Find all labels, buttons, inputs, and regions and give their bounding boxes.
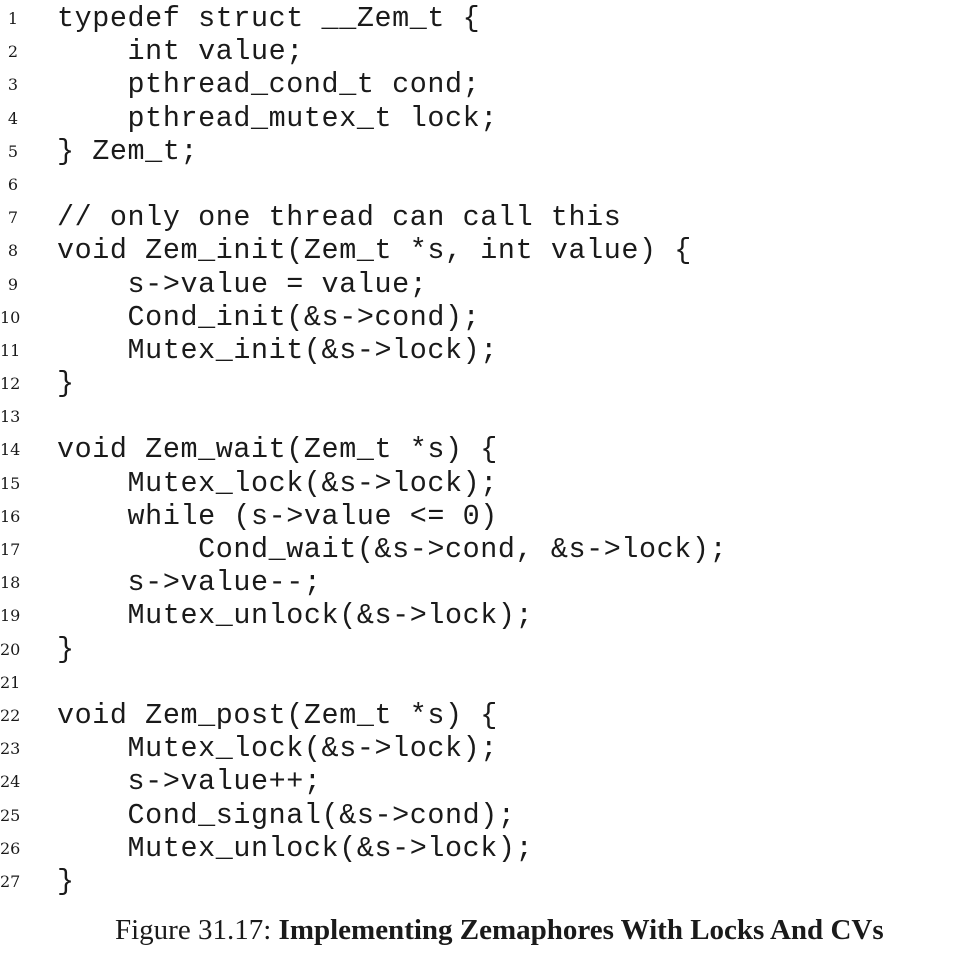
- line-number: 19: [0, 606, 21, 626]
- line-number: 17: [0, 540, 21, 559]
- line-number: 20: [0, 639, 21, 659]
- code-text: }: [57, 367, 75, 401]
- line-number: 27: [0, 871, 21, 891]
- code-text: s->value++;: [57, 765, 322, 799]
- code-line: 20}: [0, 633, 966, 666]
- code-line: 3 pthread_cond_t cond;: [0, 68, 966, 101]
- line-number: 23: [0, 739, 21, 759]
- line-number: 1: [7, 9, 18, 28]
- code-text: // only one thread can call this: [57, 201, 622, 235]
- line-number: 24: [0, 772, 21, 792]
- code-text: Mutex_unlock(&s->lock);: [57, 599, 534, 633]
- code-text: void Zem_wait(Zem_t *s) {: [57, 433, 498, 467]
- code-line: 7 // only one thread can call this: [0, 201, 966, 234]
- line-number: 8: [7, 241, 18, 261]
- line-number: 12: [0, 374, 21, 394]
- figure-title: Implementing Zemaphores With Locks And C…: [278, 914, 884, 946]
- line-number: 3: [7, 75, 18, 95]
- code-text: }: [57, 632, 75, 666]
- code-line: 4 pthread_mutex_t lock;: [0, 102, 966, 135]
- code-line: 12}: [0, 367, 966, 400]
- code-text: typedef struct __Zem_t {: [57, 2, 481, 35]
- code-text: void Zem_post(Zem_t *s) {: [57, 698, 498, 732]
- code-text: Mutex_lock(&s->lock);: [57, 466, 498, 500]
- code-line: 24 s->value++;: [0, 765, 966, 798]
- code-line: 1 typedef struct __Zem_t {: [0, 2, 966, 35]
- code-line: 2 int value;: [0, 35, 966, 68]
- code-line: 9 s->value = value;: [0, 268, 966, 301]
- code-text: Cond_signal(&s->cond);: [57, 798, 516, 832]
- code-text: }: [57, 864, 75, 898]
- line-number: 5: [7, 141, 18, 161]
- code-line: 17 Cond_wait(&s->cond, &s->lock);: [0, 533, 966, 566]
- code-line: 22 void Zem_post(Zem_t *s) {: [0, 699, 966, 732]
- code-text: s->value = value;: [57, 267, 428, 301]
- line-number: 9: [7, 274, 18, 294]
- code-text: } Zem_t;: [57, 134, 199, 168]
- code-text: Cond_wait(&s->cond, &s->lock);: [57, 533, 728, 566]
- code-line: 11 Mutex_init(&s->lock);: [0, 334, 966, 367]
- code-line: 21: [0, 666, 966, 699]
- figure-label: Figure 31.17:: [115, 914, 279, 946]
- code-text: while (s->value <= 0): [57, 499, 498, 533]
- code-text: pthread_mutex_t lock;: [57, 101, 498, 135]
- line-number: 14: [0, 440, 21, 460]
- code-line: 19 Mutex_unlock(&s->lock);: [0, 599, 966, 632]
- code-line: 14 void Zem_wait(Zem_t *s) {: [0, 433, 966, 466]
- line-number: 22: [0, 705, 21, 725]
- code-text: Mutex_init(&s->lock);: [57, 333, 498, 367]
- figure-caption: Figure 31.17: Implementing Zemaphores Wi…: [115, 914, 884, 947]
- line-number: 7: [7, 208, 18, 228]
- line-number: 18: [0, 573, 21, 593]
- code-line: 18 s->value--;: [0, 566, 966, 599]
- line-number: 10: [0, 307, 21, 327]
- code-text: Cond_init(&s->cond);: [57, 300, 481, 334]
- line-number: 2: [7, 42, 18, 62]
- code-listing: 1 typedef struct __Zem_t { 2 int value; 3…: [0, 2, 966, 898]
- line-number: 11: [0, 340, 21, 360]
- code-text: void Zem_init(Zem_t *s, int value) {: [57, 234, 692, 268]
- code-line: 27}: [0, 865, 966, 898]
- line-number: 25: [0, 805, 21, 825]
- code-line: 16 while (s->value <= 0): [0, 500, 966, 533]
- code-line: 8 void Zem_init(Zem_t *s, int value) {: [0, 234, 966, 267]
- code-line: 5 } Zem_t;: [0, 135, 966, 168]
- code-line: 15 Mutex_lock(&s->lock);: [0, 467, 966, 500]
- code-line: 25 Cond_signal(&s->cond);: [0, 799, 966, 832]
- code-line: 6: [0, 168, 966, 201]
- line-number: 21: [0, 672, 21, 692]
- line-number: 26: [0, 838, 21, 858]
- line-number: 4: [7, 108, 18, 128]
- code-text: Mutex_lock(&s->lock);: [57, 732, 498, 766]
- line-number: 6: [7, 174, 18, 194]
- code-line: 13: [0, 400, 966, 433]
- code-text: Mutex_unlock(&s->lock);: [57, 831, 534, 865]
- code-text: s->value--;: [57, 566, 322, 600]
- code-line: 10 Cond_init(&s->cond);: [0, 301, 966, 334]
- line-number: 15: [0, 473, 21, 493]
- line-number: 13: [0, 407, 21, 427]
- code-text: int value;: [57, 35, 304, 69]
- code-text: pthread_cond_t cond;: [57, 68, 481, 102]
- code-line: 26 Mutex_unlock(&s->lock);: [0, 832, 966, 865]
- line-number: 16: [0, 506, 21, 526]
- code-line: 23 Mutex_lock(&s->lock);: [0, 732, 966, 765]
